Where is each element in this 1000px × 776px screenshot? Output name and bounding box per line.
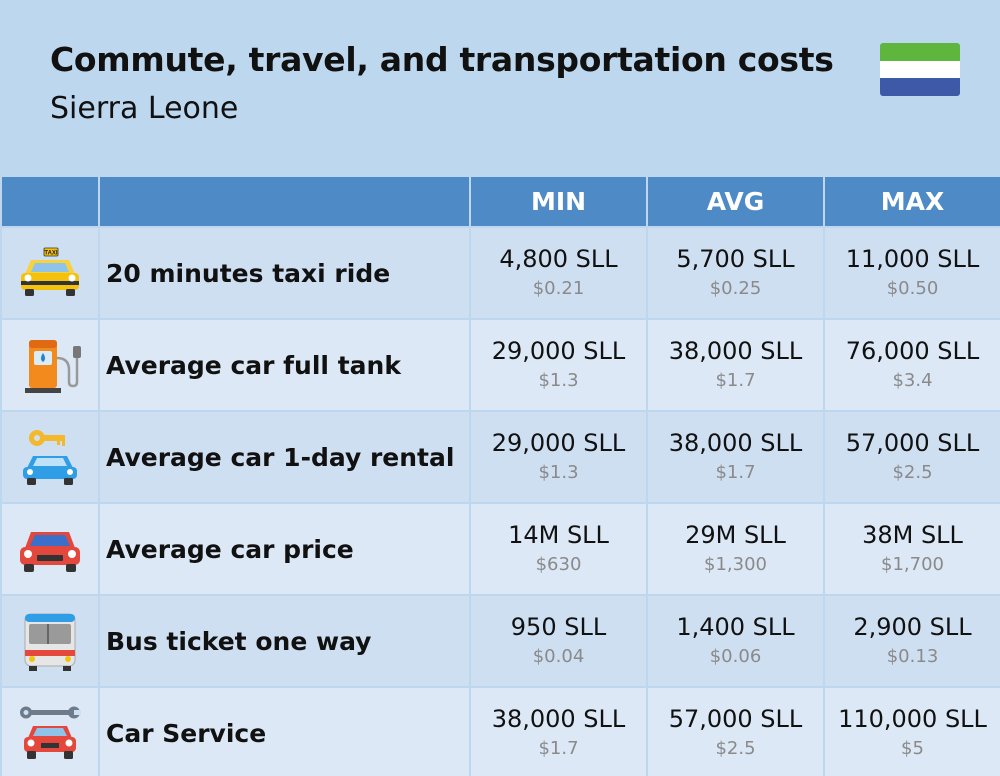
value-min-usd: $0.04 xyxy=(532,646,585,667)
column-header-avg: AVG xyxy=(646,175,825,228)
row-label: Average car price xyxy=(98,502,471,596)
table-row: Average car 1-day rental 29,000 SLL $1.3 38… xyxy=(0,410,1000,504)
value-avg-sll: 1,400 SLL xyxy=(676,613,795,641)
value-max-sll: 76,000 SLL xyxy=(845,337,980,365)
column-header-icon xyxy=(0,175,100,228)
value-avg-sll: 29M SLL xyxy=(685,521,786,549)
cell-min: 950 SLL $0.04 xyxy=(469,594,648,688)
value-avg-usd: $1.7 xyxy=(715,370,756,391)
row-label: Bus ticket one way xyxy=(98,594,471,688)
value-max-usd: $0.13 xyxy=(886,646,939,667)
cell-avg: 57,000 SLL $2.5 xyxy=(646,686,825,776)
value-max-usd: $1,700 xyxy=(881,554,944,575)
flag-stripe-white xyxy=(880,60,960,79)
cell-max: 110,000 SLL $5 xyxy=(823,686,1000,776)
flag-stripe-blue xyxy=(880,78,960,96)
cell-max: 38M SLL $1,700 xyxy=(823,502,1000,596)
value-min-sll: 29,000 SLL xyxy=(491,337,626,365)
column-header-max: MAX xyxy=(823,175,1000,228)
cell-max: 57,000 SLL $2.5 xyxy=(823,410,1000,504)
value-max-sll: 57,000 SLL xyxy=(845,429,980,457)
bus-icon xyxy=(24,613,76,671)
table-row: Average car full tank 29,000 SLL $1.3 38,00… xyxy=(0,318,1000,412)
value-max-usd: $0.50 xyxy=(886,278,939,299)
value-min-sll: 950 SLL xyxy=(510,613,607,641)
table-row: Car Service 38,000 SLL $1.7 57,000 SLL $2.5 1… xyxy=(0,686,1000,776)
cell-avg: 5,700 SLL $0.25 xyxy=(646,226,825,320)
taxi-icon: TAXI xyxy=(21,247,79,296)
value-avg-sll: 38,000 SLL xyxy=(668,337,803,365)
row-icon-cell xyxy=(0,594,100,688)
value-max-sll: 38M SLL xyxy=(862,521,963,549)
value-max-sll: 11,000 SLL xyxy=(845,245,980,273)
value-min-sll: 38,000 SLL xyxy=(491,705,626,733)
value-avg-usd: $0.06 xyxy=(709,646,762,667)
table-body: TAXI 20 minutes taxi ride 4,800 SLL $0.21 5… xyxy=(0,226,1000,776)
row-label: 20 minutes taxi ride xyxy=(98,226,471,320)
page-title: Commute, travel, and transportation cost… xyxy=(50,40,834,79)
value-max-usd: $5 xyxy=(901,738,924,759)
value-max-usd: $2.5 xyxy=(892,462,933,483)
cell-max: 2,900 SLL $0.13 xyxy=(823,594,1000,688)
taxi-sign-text: TAXI xyxy=(44,251,58,257)
table-row: Bus ticket one way 950 SLL $0.04 1,400 SLL $… xyxy=(0,594,1000,688)
cell-avg: 29M SLL $1,300 xyxy=(646,502,825,596)
cell-min: 29,000 SLL $1.3 xyxy=(469,318,648,412)
fuel-pump-icon xyxy=(25,340,81,393)
value-min-usd: $630 xyxy=(535,554,582,575)
cell-avg: 1,400 SLL $0.06 xyxy=(646,594,825,688)
cell-min: 38,000 SLL $1.7 xyxy=(469,686,648,776)
value-min-usd: $1.7 xyxy=(538,738,579,759)
sierra-leone-flag-icon xyxy=(880,43,960,96)
value-min-usd: $1.3 xyxy=(538,462,579,483)
column-header-min: MIN xyxy=(469,175,648,228)
car-key-icon xyxy=(23,430,77,485)
value-avg-usd: $1,300 xyxy=(704,554,767,575)
value-min-usd: $0.21 xyxy=(532,278,585,299)
row-label: Car Service xyxy=(98,686,471,776)
value-min-sll: 29,000 SLL xyxy=(491,429,626,457)
row-label: Average car full tank xyxy=(98,318,471,412)
row-icon-cell: TAXI xyxy=(0,226,100,320)
column-header-label xyxy=(98,175,471,228)
table-row: Average car price 14M SLL $630 29M SLL $1,30… xyxy=(0,502,1000,596)
value-min-sll: 4,800 SLL xyxy=(499,245,618,273)
value-avg-sll: 57,000 SLL xyxy=(668,705,803,733)
value-avg-usd: $2.5 xyxy=(715,738,756,759)
value-max-sll: 110,000 SLL xyxy=(838,705,987,733)
value-avg-usd: $0.25 xyxy=(709,278,762,299)
cell-avg: 38,000 SLL $1.7 xyxy=(646,410,825,504)
car-icon xyxy=(20,532,80,572)
cell-max: 11,000 SLL $0.50 xyxy=(823,226,1000,320)
cell-min: 29,000 SLL $1.3 xyxy=(469,410,648,504)
flag-stripe-green xyxy=(880,43,960,61)
cell-max: 76,000 SLL $3.4 xyxy=(823,318,1000,412)
page-header: Commute, travel, and transportation cost… xyxy=(0,0,1000,175)
table-row: TAXI 20 minutes taxi ride 4,800 SLL $0.21 5… xyxy=(0,226,1000,320)
row-icon-cell xyxy=(0,318,100,412)
value-min-usd: $1.3 xyxy=(538,370,579,391)
page-subtitle: Sierra Leone xyxy=(50,91,239,126)
value-max-usd: $3.4 xyxy=(892,370,933,391)
value-avg-sll: 38,000 SLL xyxy=(668,429,803,457)
row-label: Average car 1-day rental xyxy=(98,410,471,504)
cell-avg: 38,000 SLL $1.7 xyxy=(646,318,825,412)
value-min-sll: 14M SLL xyxy=(508,521,609,549)
cell-min: 14M SLL $630 xyxy=(469,502,648,596)
cell-min: 4,800 SLL $0.21 xyxy=(469,226,648,320)
value-max-sll: 2,900 SLL xyxy=(853,613,972,641)
row-icon-cell xyxy=(0,502,100,596)
row-icon-cell xyxy=(0,410,100,504)
value-avg-usd: $1.7 xyxy=(715,462,756,483)
row-icon-cell xyxy=(0,686,100,776)
wrench-car-icon xyxy=(20,706,81,759)
table-header-row: MIN AVG MAX xyxy=(0,175,1000,228)
value-avg-sll: 5,700 SLL xyxy=(676,245,795,273)
